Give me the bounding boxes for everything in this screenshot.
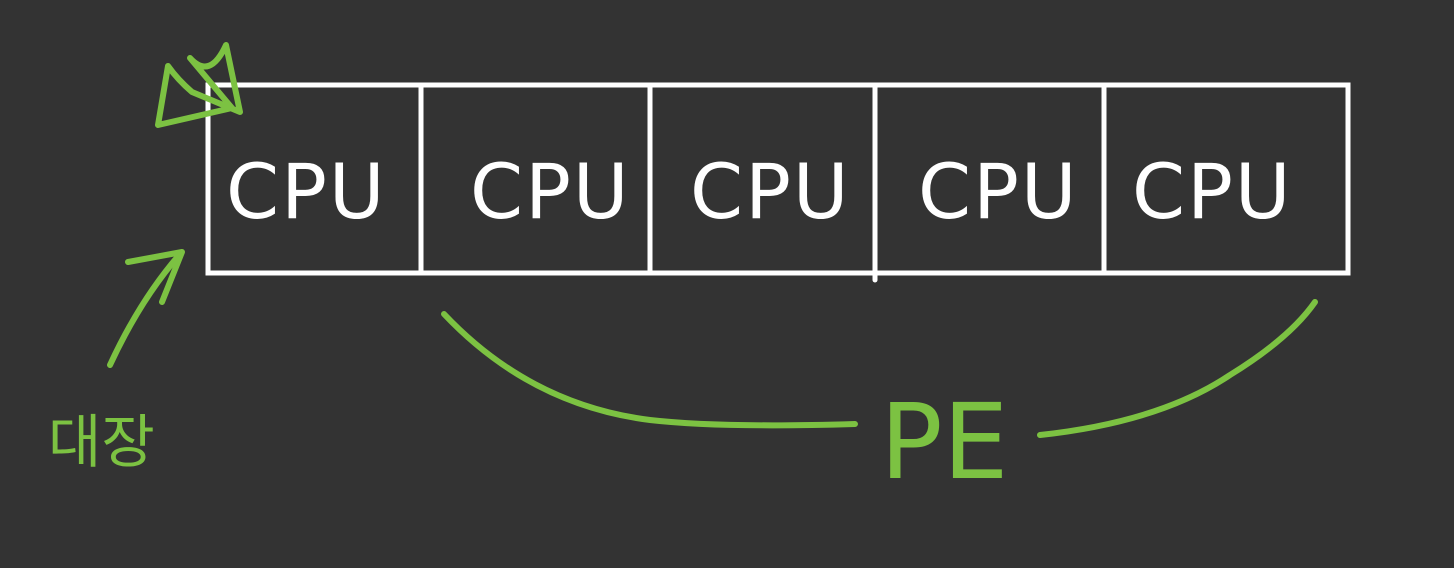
star-icon — [155, 42, 243, 128]
pe-label: PE — [880, 381, 1008, 503]
cpu-cell-2: CPU — [470, 147, 631, 236]
cpu-cell-4: CPU — [918, 147, 1079, 236]
arrow-icon — [107, 251, 183, 368]
cpu-cell-5: CPU — [1132, 147, 1293, 236]
pe-brace-right — [1037, 299, 1318, 438]
cpu-cell-1: CPU — [226, 147, 387, 236]
arrowhead-icon — [125, 249, 185, 305]
cpu-row-outline — [205, 82, 1351, 276]
pe-brace-left — [441, 311, 858, 429]
cpu-row — [205, 82, 1351, 283]
cpu-cell-3: CPU — [690, 147, 851, 236]
leader-label: 대장 — [48, 408, 155, 476]
annotations — [107, 42, 1318, 438]
